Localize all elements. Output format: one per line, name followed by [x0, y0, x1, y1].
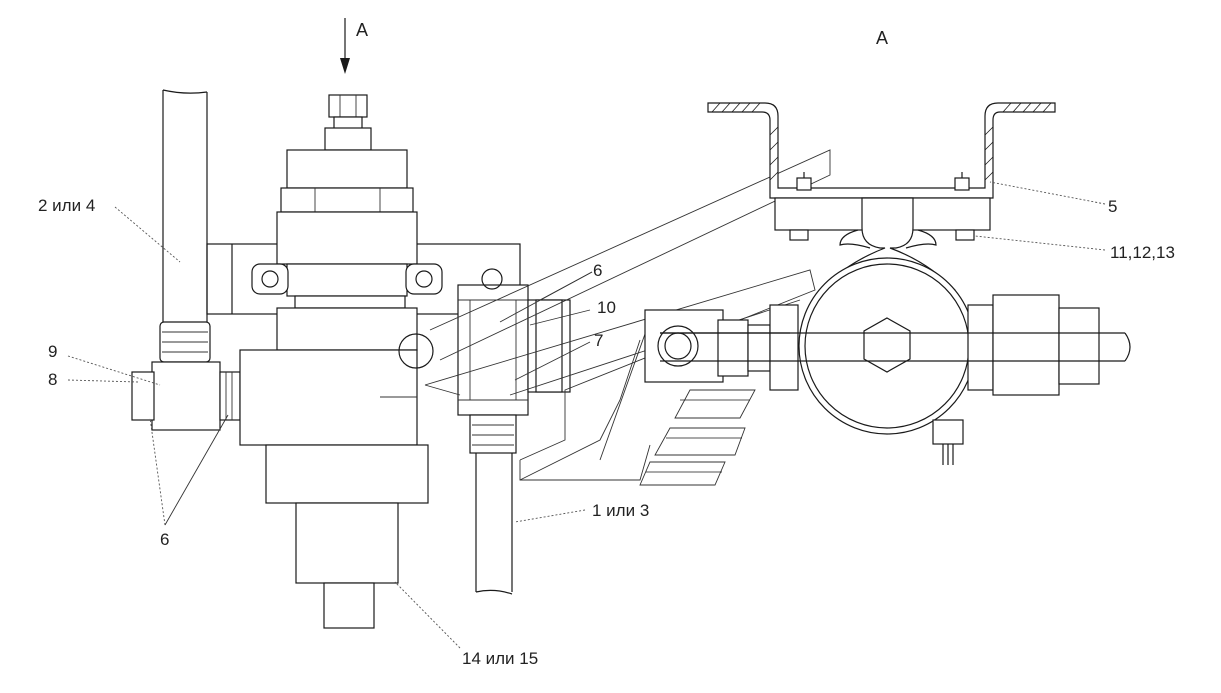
- middle-fitting: [457, 268, 571, 595]
- callout-1-or-3: 1 или 3: [592, 501, 649, 520]
- callout-10: 10: [597, 298, 616, 317]
- callout-7: 7: [594, 331, 603, 350]
- callout-5: 5: [1108, 197, 1117, 216]
- view-title-label: А: [876, 28, 888, 48]
- view-arrow: [340, 18, 350, 74]
- left-pipe: [159, 89, 211, 363]
- callout-14-or-15: 14 или 15: [462, 649, 538, 668]
- callout-11-12-13: 11,12,13: [1110, 243, 1175, 262]
- right-rod: [644, 294, 1131, 396]
- callout-6-bottom: 6: [160, 530, 169, 549]
- callout-2-or-4: 2 или 4: [38, 196, 95, 215]
- callout-8: 8: [48, 370, 57, 389]
- main-valve-body: [206, 94, 521, 629]
- left-fitting: [131, 361, 241, 431]
- right-clamp: [798, 197, 976, 465]
- leader-lines: [67, 181, 1106, 649]
- callout-6-top: 6: [593, 261, 602, 280]
- view-arrow-label: А: [356, 20, 368, 40]
- callout-9: 9: [48, 342, 57, 361]
